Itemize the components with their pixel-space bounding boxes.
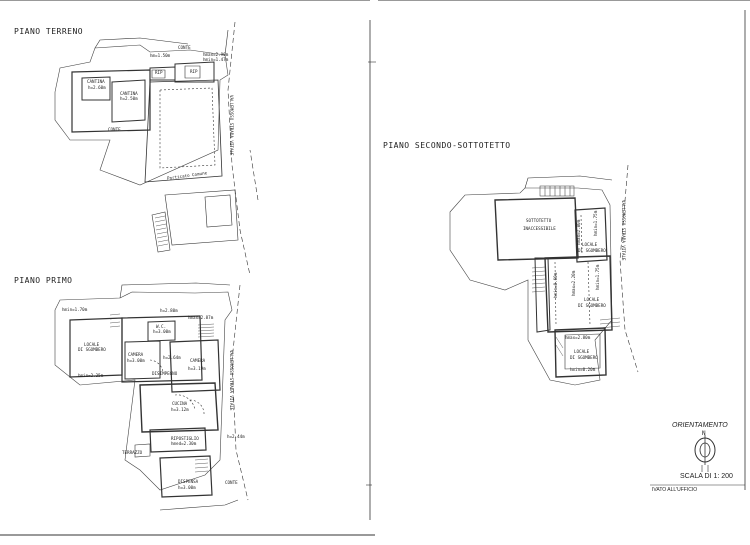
label-conte: CONTE (108, 127, 121, 132)
label-ripostiglio: RIPOSTIGLIO (171, 436, 199, 441)
label-camera-1-h: h=3.00m (127, 358, 145, 363)
label-hmax-2: hmax=2.20m (571, 270, 576, 296)
label-hmax-first: hmax=2.87m (188, 315, 214, 320)
label-camera-2-h: h=3.19m (188, 366, 206, 371)
label-hmin: hmin=1.47m (203, 57, 229, 62)
label-hmax-3: hmax=2.80m (565, 335, 591, 340)
label-hmax-1: hmax=2.80m (576, 219, 581, 245)
label-cantina-2: CANTINA (120, 91, 138, 96)
orientation-symbol (694, 435, 716, 472)
label-hmin-1: hmin=1.75m (593, 210, 598, 236)
label-h-mid: h=2.64m (163, 355, 181, 360)
label-cucina: CUCINA (172, 401, 188, 406)
label-h-top: h=2.80m (160, 308, 178, 313)
label-dispensa-h: h=3.00m (178, 485, 196, 490)
label-hmin-l: hmin=2.25m (78, 373, 104, 378)
label-rip-2: RIP (190, 69, 198, 74)
label-ripostiglio-h: hmed=2.30m (171, 441, 197, 446)
label-wc: W.C. (156, 324, 167, 329)
label-rip-1: RIP (155, 70, 163, 75)
label-cucina-h: h=3.12m (171, 407, 189, 412)
label-camera-2: CAMERA (190, 358, 206, 363)
label-conte-top: CONTE (178, 45, 191, 50)
label-hm: hm=1.50m (150, 53, 171, 58)
second-floor-plan (449, 164, 639, 386)
title-ground-floor: PIANO TERRENO (14, 27, 84, 36)
label-camera-1: CAMERA (128, 352, 144, 357)
label-scale: SCALA DI 1: 200 (680, 473, 733, 480)
label-inaccessibile: INACCESSIBILE (523, 226, 556, 231)
label-street-first: VALLEMOSSO STRADA VITALE (229, 350, 234, 411)
label-locale-3b: DI SGOMBERO (570, 355, 598, 360)
label-locale-2b: DI SGOMBERO (578, 303, 606, 308)
label-disimpegno: DISIMPEGNO (152, 371, 178, 376)
label-wc-h: h=3.00m (153, 329, 171, 334)
first-floor-plan (54, 282, 249, 511)
label-sottotetto: SOTTOTETTO (526, 218, 552, 223)
label-locale-1: LOCALE (582, 242, 598, 247)
label-dispensa: DISPENSA (178, 479, 199, 484)
label-orientamento: ORIENTAMENTO (672, 422, 728, 429)
label-hmin-2: hmin=0.60m (553, 272, 558, 298)
label-locale: LOCALE (84, 342, 100, 347)
label-street-second: VALLEMOSSO STRADA VITALE (621, 200, 626, 261)
title-first-floor: PIANO PRIMO (14, 276, 73, 285)
title-second-floor: PIANO SECONDO-SOTTOTETTO (383, 141, 511, 150)
label-conte-first: CONTE (225, 480, 238, 485)
label-footer: IVATO ALL'UFFICIO (652, 487, 698, 493)
label-hmin-tl: hmin=1.70m (62, 307, 88, 312)
label-north: N (702, 430, 706, 437)
label-h-right: h=2.44m (227, 434, 245, 439)
label-cantina-1: CANTINA (87, 79, 105, 84)
label-locale-2: DI SGOMBERO (78, 347, 106, 352)
label-locale-3: LOCALE (574, 349, 590, 354)
label-hmin-3: hmin=1.75m (595, 264, 600, 290)
label-cantina-2-h: h=2.50m (120, 96, 138, 101)
label-terrazzo: TERRAZZO (122, 450, 143, 455)
label-street-ground: VALLEMOSSO STRADA VITALE (229, 95, 234, 156)
label-cantina-1-h: h=2.60m (88, 85, 106, 90)
ground-floor-plan (54, 21, 259, 276)
label-locale-1b: DI SGOMBERO (578, 248, 606, 253)
label-hmax: hmax=2.90m (203, 52, 229, 57)
label-hmin-4: hmin=0.20m (570, 367, 596, 372)
label-locale-2: LOCALE (584, 297, 600, 302)
